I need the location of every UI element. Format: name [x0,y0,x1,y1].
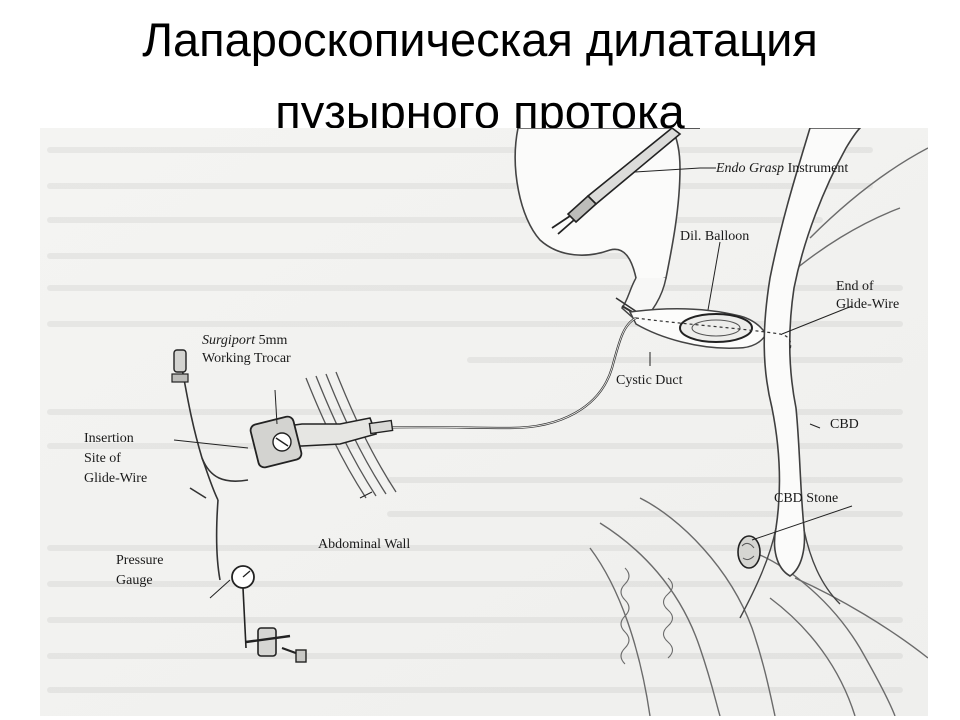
leader-lines [173,167,853,599]
slide-title-line-1: Лапароскопическая дилатация [142,13,818,66]
surgiport-trocar [249,415,394,469]
label-insertion: Insertion [84,431,134,446]
label-abdominal-wall: Abdominal Wall [318,537,410,552]
label-end-of: End of [836,279,874,294]
insertion-port [171,349,189,383]
dilatation-balloon [679,313,753,343]
label-surgiport-rest: 5mm [255,333,287,348]
label-working-trocar: Working Trocar [202,351,291,366]
common-bile-duct [739,128,862,619]
pressure-gauge [231,565,255,649]
label-cbd: CBD [830,417,859,432]
label-gauge: Gauge [116,573,153,588]
label-dil-balloon: Dil. Balloon [680,229,749,244]
label-endo-grasp-name: Endo Grasp [715,161,784,176]
label-pressure: Pressure [116,553,163,568]
glide-wire-path [635,317,792,351]
stopcock-syringe [245,627,307,663]
slide-title: Лапароскопическая дилатация пузырного пр… [0,4,960,148]
label-cbd-stone: CBD Stone [774,491,838,506]
label-surgiport-name: Surgiport [202,333,256,348]
label-cystic-duct: Cystic Duct [616,373,683,388]
label-site-of: Site of [84,451,121,466]
label-surgiport: Surgiport 5mm [202,333,288,348]
bowel-contours [589,147,928,716]
endo-grasp-instrument [551,128,700,235]
illustration-svg: Endo Grasp Instrument Dil. Balloon End o… [40,128,928,716]
label-endo-grasp-rest: Instrument [784,161,848,176]
cbd-stone [737,535,761,569]
bleed-through-texture [47,147,903,693]
surgical-illustration: Endo Grasp Instrument Dil. Balloon End o… [40,128,928,716]
label-insertion-glide-wire: Glide-Wire [84,471,147,486]
label-endo-grasp: Endo Grasp Instrument [715,161,848,176]
label-end-glide-wire: Glide-Wire [836,297,899,312]
